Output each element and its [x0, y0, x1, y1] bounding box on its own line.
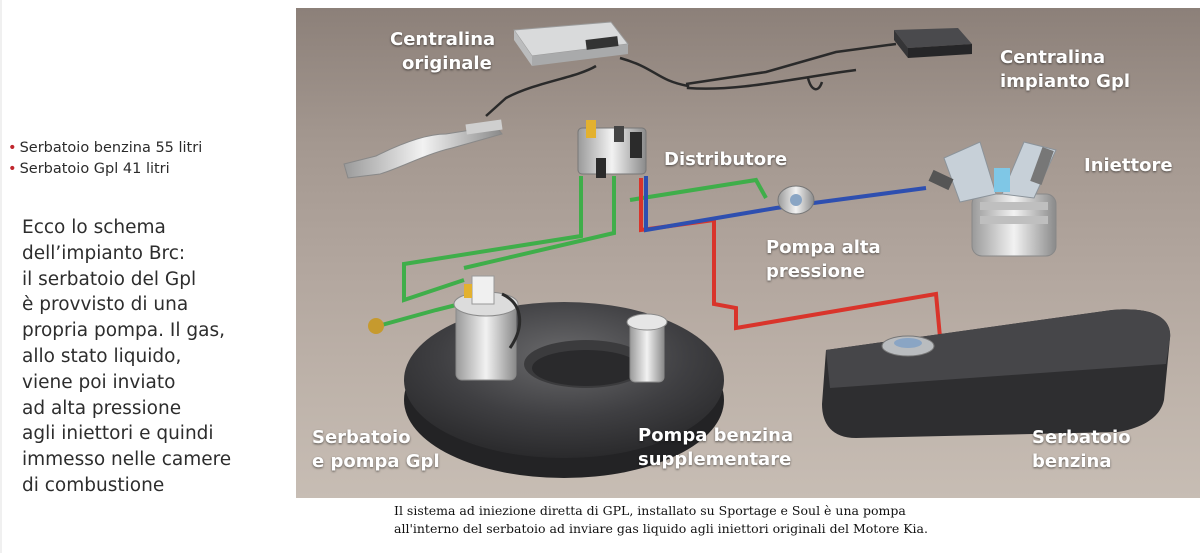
ecu-wire [485, 64, 597, 117]
spec-item: •Serbatoio Gpl 41 litri [8, 161, 170, 177]
description-line: allo stato liquido, [22, 345, 182, 367]
bullet-icon: • [8, 161, 17, 177]
description-line: è provvisto di una [22, 294, 189, 316]
label-iniettore: Iniettore [1084, 155, 1173, 176]
label-serbatoio-pompa-gpl: Serbatoio e pompa Gpl [312, 427, 440, 472]
lpg-pump-icon [368, 275, 522, 381]
description-line: dell’impianto Brc: [22, 242, 186, 264]
label-centralina-gpl: Centralina impianto Gpl [1000, 47, 1131, 92]
label-pompa-benzina: Pompa benzina supplementare [638, 425, 794, 470]
description-line: agli iniettori e quindi [22, 423, 214, 445]
spec-list: •Serbatoio benzina 55 litri •Serbatoio G… [8, 138, 202, 180]
page-edge [0, 0, 2, 553]
spec-item: •Serbatoio benzina 55 litri [8, 140, 203, 156]
diagram-drawing [343, 21, 1171, 478]
label-serbatoio-benzina: Serbatoio benzina [1032, 427, 1131, 472]
lpg-system-diagram: Centralina originale Centralina impianto… [296, 8, 1200, 498]
description-line: il serbatoio del Gpl [22, 268, 197, 290]
description-line: Ecco lo schema [22, 217, 166, 238]
ecu-original-icon [513, 21, 629, 66]
description-line: ad alta pressione [22, 397, 182, 419]
ecu-wire [806, 77, 824, 91]
description-line: di combustione [22, 474, 165, 496]
description-line: viene poi inviato [22, 371, 176, 393]
description-line: propria pompa. Il gas, [22, 320, 225, 342]
gpl-lines [377, 176, 768, 328]
high-pressure-pump-icon [777, 185, 815, 215]
petrol-tank-icon [822, 309, 1171, 438]
supplementary-fuel-pump-icon [626, 313, 668, 383]
engine-injector-icon [928, 141, 1057, 257]
bullet-icon: • [8, 140, 17, 156]
distributor-icon [577, 120, 647, 178]
ecu-wire [619, 56, 857, 90]
label-pompa-alta-pressione: Pompa alta pressione [766, 237, 881, 282]
label-centralina-originale: Centralina originale [390, 29, 496, 74]
description-text: Ecco lo schema dell’impianto Brc: il ser… [22, 215, 282, 499]
catalytic-converter-icon [343, 119, 503, 179]
ecu-wire [685, 42, 897, 86]
label-distributore: Distributore [664, 149, 788, 170]
high-pressure-line [644, 176, 927, 233]
figure-caption: Il sistema ad iniezione diretta di GPL, … [394, 503, 928, 536]
description-line: immesso nelle camere [22, 449, 232, 471]
ecu-lpg-icon [894, 28, 972, 58]
